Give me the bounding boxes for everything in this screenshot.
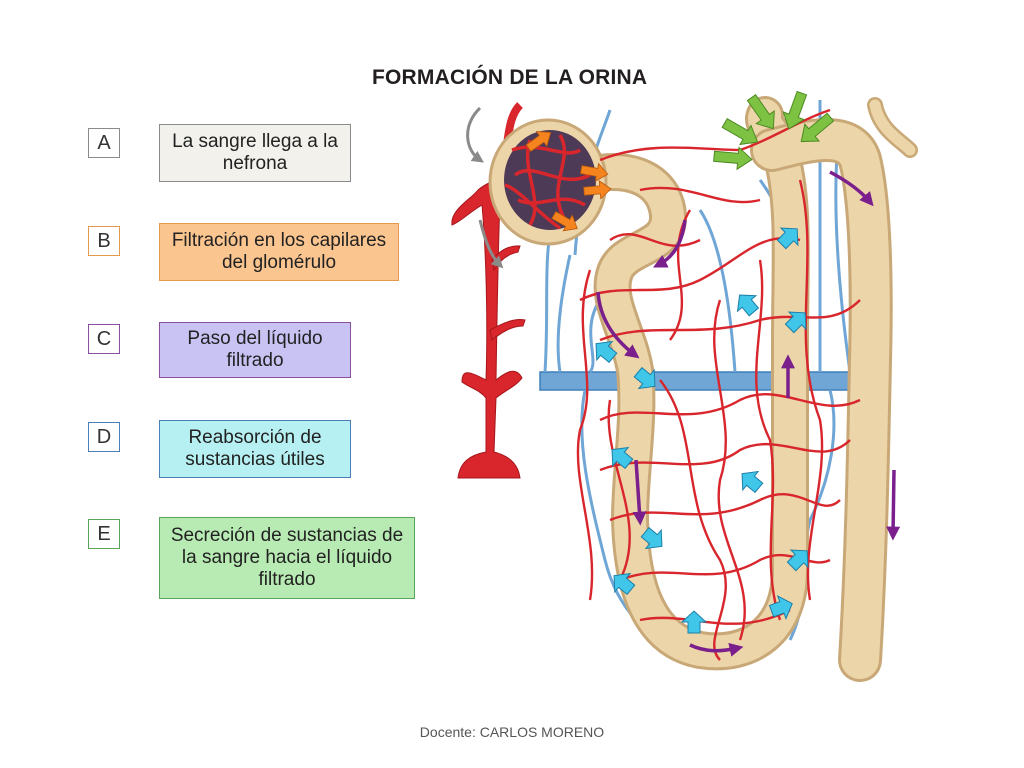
- footer-credit: Docente: CARLOS MORENO: [419, 724, 605, 740]
- nephron-tubule: [571, 96, 918, 682]
- legend-label-e: Secreción de sustancias de la sangre hac…: [159, 517, 415, 599]
- legend-key-e: E: [88, 519, 120, 549]
- legend-label-d: Reabsorción de sustancias útiles: [159, 420, 351, 478]
- filtrate-flow-arrows: [596, 170, 901, 657]
- glomerulus: [488, 118, 608, 246]
- legend-key-a: A: [88, 128, 120, 158]
- blood-flow-arrows: [466, 106, 504, 269]
- legend-label-a: La sangre llega a la nefrona: [159, 124, 351, 182]
- legend-label-c: Paso del líquido filtrado: [159, 322, 351, 378]
- diagram-title: FORMACIÓN DE LA ORINA: [372, 66, 648, 89]
- legend-key-b: B: [88, 226, 120, 256]
- legend-key-c: C: [88, 324, 120, 354]
- legend-label-b: Filtración en los capilares del glomérul…: [159, 223, 399, 281]
- legend-key-d: D: [88, 422, 120, 452]
- peritubular-capillaries: [576, 108, 861, 661]
